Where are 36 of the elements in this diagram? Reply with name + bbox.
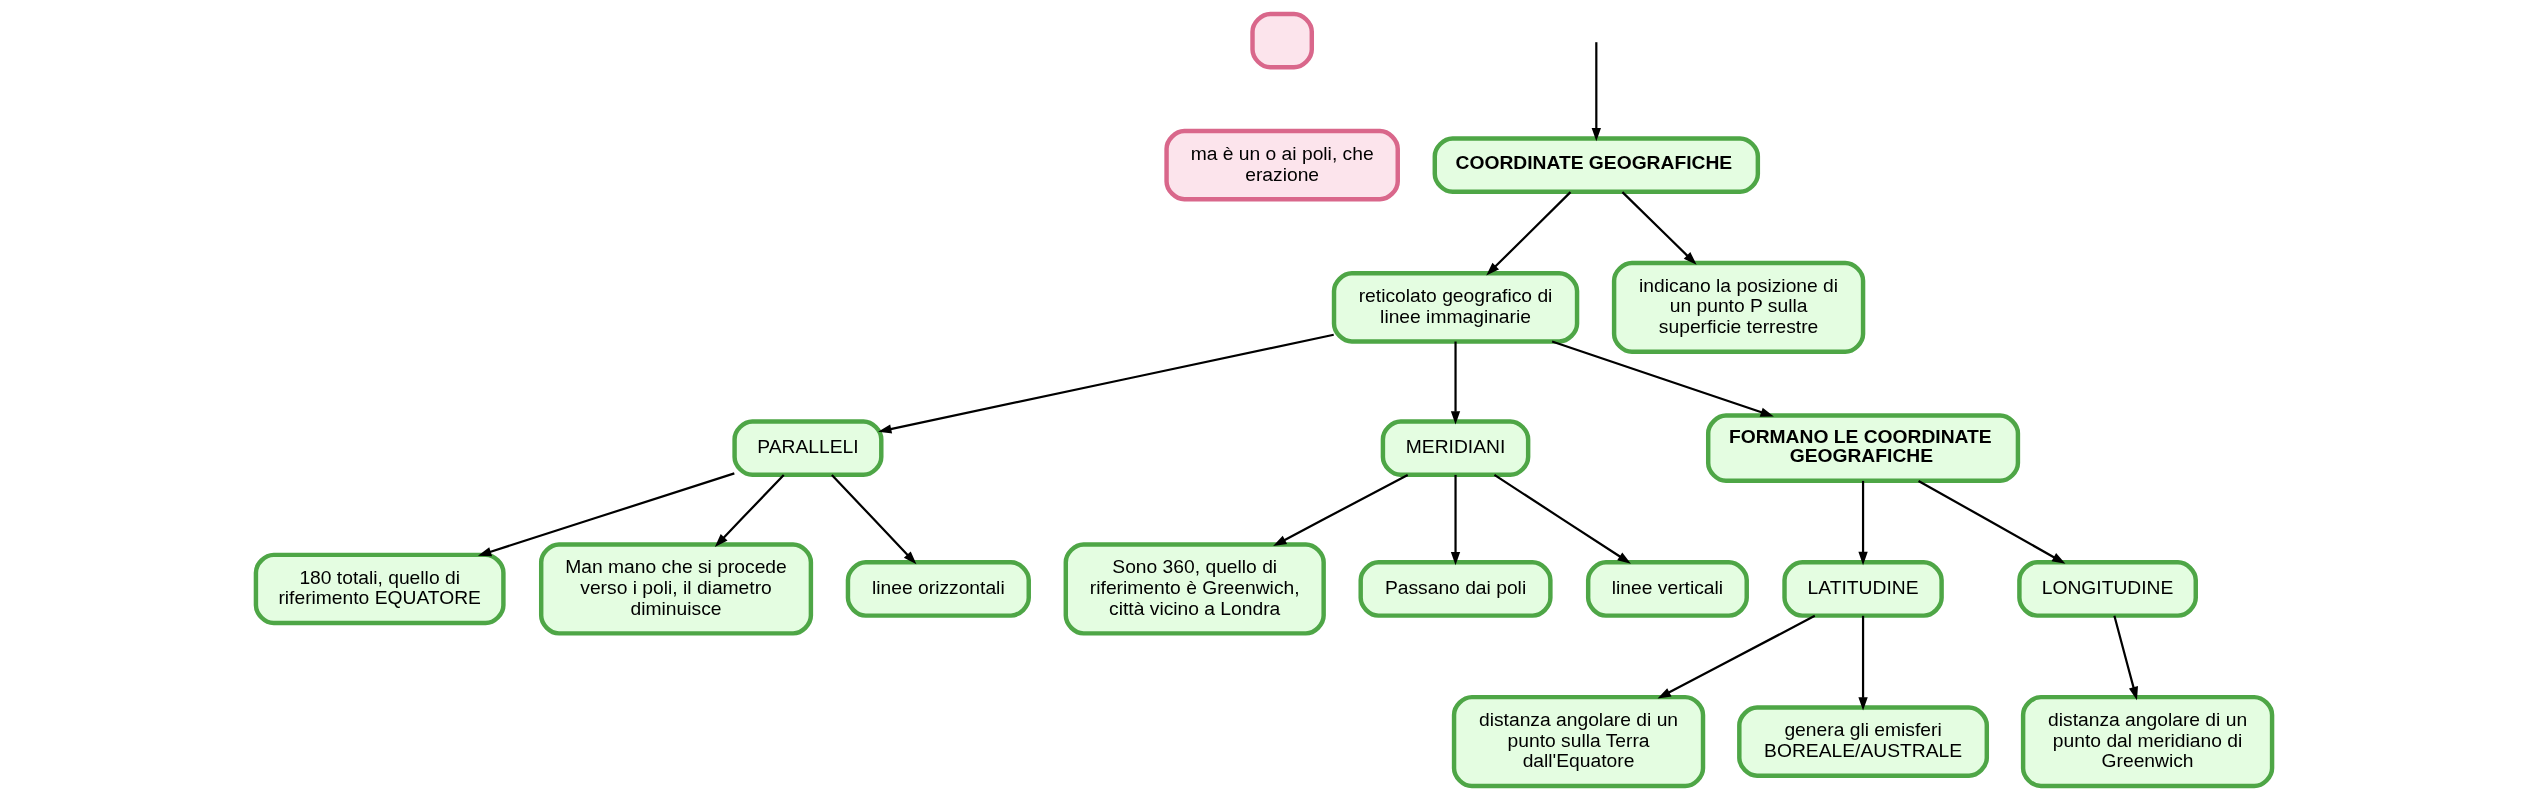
arrow [1591,42,1601,142]
node-box: 180 totali, quello di riferimento EQUATORE [253,552,506,626]
node-box: MERIDIANI [1380,419,1531,478]
node-box: PARALLELI [732,419,884,478]
node-box: COORDINATE GEOGRAFICHE [1432,136,1761,194]
arrow [1273,473,1409,547]
node-box: linee orizzontali [845,560,1031,618]
node-box: distanza angolare di un punto sulla Terra dall'Equatore [1451,694,1706,789]
arrow [1551,340,1774,417]
node-box: reticolato geografico di linee immaginarie [1331,271,1580,344]
node-box: Sono 360, quello di riferimento è Greenwich, città vicino a Londra [1063,542,1326,636]
node-box: Passano dai poli [1358,560,1553,618]
node-box: FORMANO LE COORDINATE GEOGRAFICHE [1705,413,2021,483]
node-box: linee verticali [1585,560,1749,618]
arrow [1493,474,1631,564]
arrow [1657,614,1816,699]
arrow [2113,615,2138,701]
node-box: indicano la posizione di un punto P sulla superficie terrestre [1611,260,1866,355]
arrow [1450,474,1461,566]
node-box [1250,11,1314,70]
node-box: genera gli emisferi BOREALE/AUSTRALE [1737,705,1990,778]
arrow [1858,480,1868,566]
arrow [1858,615,1868,711]
arrow [1450,341,1461,425]
node-box: Man mano che si procede verso i poli, il diametro diminuisce [538,542,814,636]
node-box: ma è un o ai poli, che erazione [1164,128,1400,202]
arrow [878,333,1334,434]
arrow [831,474,917,565]
node-box: distanza angolare di un punto dal meridiano di Greenwich [2020,694,2275,789]
node-box: LONGITUDINE [2017,560,2198,618]
arrow [714,474,785,547]
arrow [477,472,735,557]
arrow [1621,191,1697,265]
arrow [1918,479,2066,564]
node-box: LATITUDINE [1782,560,1944,618]
arrow [1486,191,1572,276]
